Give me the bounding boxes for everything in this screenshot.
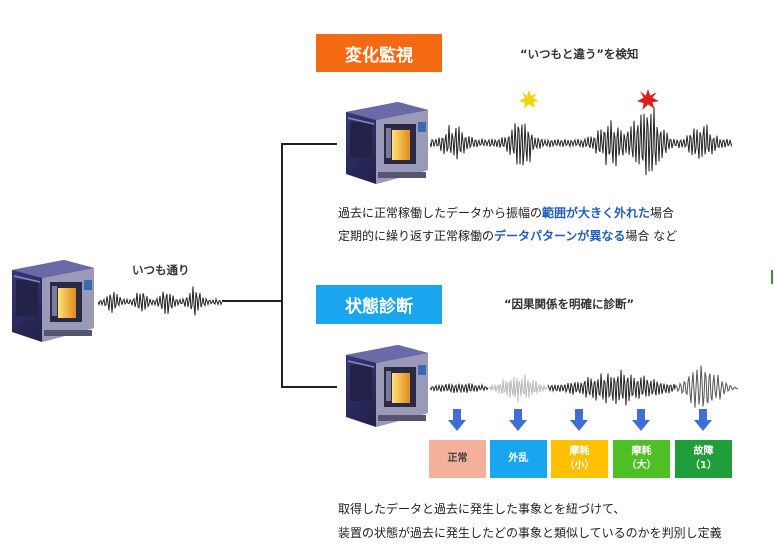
- category-box: 摩耗 （小）: [551, 440, 608, 478]
- category-sublabel: （1）: [690, 460, 717, 471]
- category-label: 外乱: [508, 453, 529, 464]
- desc-text: 場合: [650, 206, 675, 220]
- change-monitoring-description-line1: 過去に正常稼働したデータから振幅の範囲が大きく外れた場合: [338, 202, 674, 225]
- down-arrow-icon: [448, 409, 466, 431]
- category-label: 摩耗: [631, 446, 652, 457]
- connector-horizontal-main: [222, 300, 282, 302]
- category-box: 摩耗 （大）: [613, 440, 670, 478]
- down-arrow-icon: [570, 409, 588, 431]
- category-sublabel: （大）: [626, 460, 657, 471]
- desc-text: 定期的に繰り返す正常稼働の: [338, 229, 495, 243]
- desc-text: 過去に正常稼働したデータから振幅の: [338, 206, 543, 220]
- category-label: 故障: [693, 446, 714, 457]
- connector-top: [281, 143, 337, 145]
- category-box: 外乱: [490, 440, 547, 478]
- machine-icon: [12, 260, 94, 342]
- desc-text: 場合 など: [625, 229, 678, 243]
- waveform: [430, 107, 732, 176]
- edge-marker: [771, 270, 773, 284]
- connector-bottom: [281, 386, 337, 388]
- connector-vertical: [281, 143, 283, 387]
- change-monitoring-description-line2: 定期的に繰り返す正常稼働のデータパターンが異なる場合 など: [338, 225, 677, 248]
- desc-highlight: 範囲が大きく外れた: [542, 206, 651, 220]
- condition-diagnosis-quote: “因果関係を明確に診断”: [504, 297, 635, 311]
- burst-icon: [519, 90, 539, 109]
- change-monitoring-tag: 変化監視: [316, 34, 442, 72]
- condition-diagnosis-description-line1: 取得したデータと過去に発生した事象とを紐づけて、: [338, 502, 626, 516]
- category-label: 正常: [447, 453, 468, 464]
- waveform: [98, 286, 222, 316]
- condition-diagnosis-description-line2: 装置の状態が過去に発生したどの事象と類似しているのかを判別し定義: [338, 526, 722, 540]
- category-box: 正常: [429, 440, 486, 478]
- category-label: 摩耗: [569, 446, 590, 457]
- waveform: [430, 365, 738, 408]
- down-arrow-icon: [632, 409, 650, 431]
- down-arrow-icon: [694, 409, 712, 431]
- change-monitoring-quote: “いつもと違う”を検知: [520, 47, 639, 61]
- condition-diagnosis-tag: 状態診断: [316, 285, 442, 324]
- machine-icon: [346, 345, 428, 427]
- machine-icon: [346, 102, 428, 184]
- down-arrow-icon: [509, 409, 527, 431]
- baseline-label: いつも通り: [132, 263, 190, 277]
- category-box: 故障 （1）: [675, 440, 732, 478]
- category-sublabel: （小）: [564, 460, 595, 471]
- burst-icon: [637, 89, 659, 110]
- desc-highlight: データパターンが異なる: [494, 229, 626, 243]
